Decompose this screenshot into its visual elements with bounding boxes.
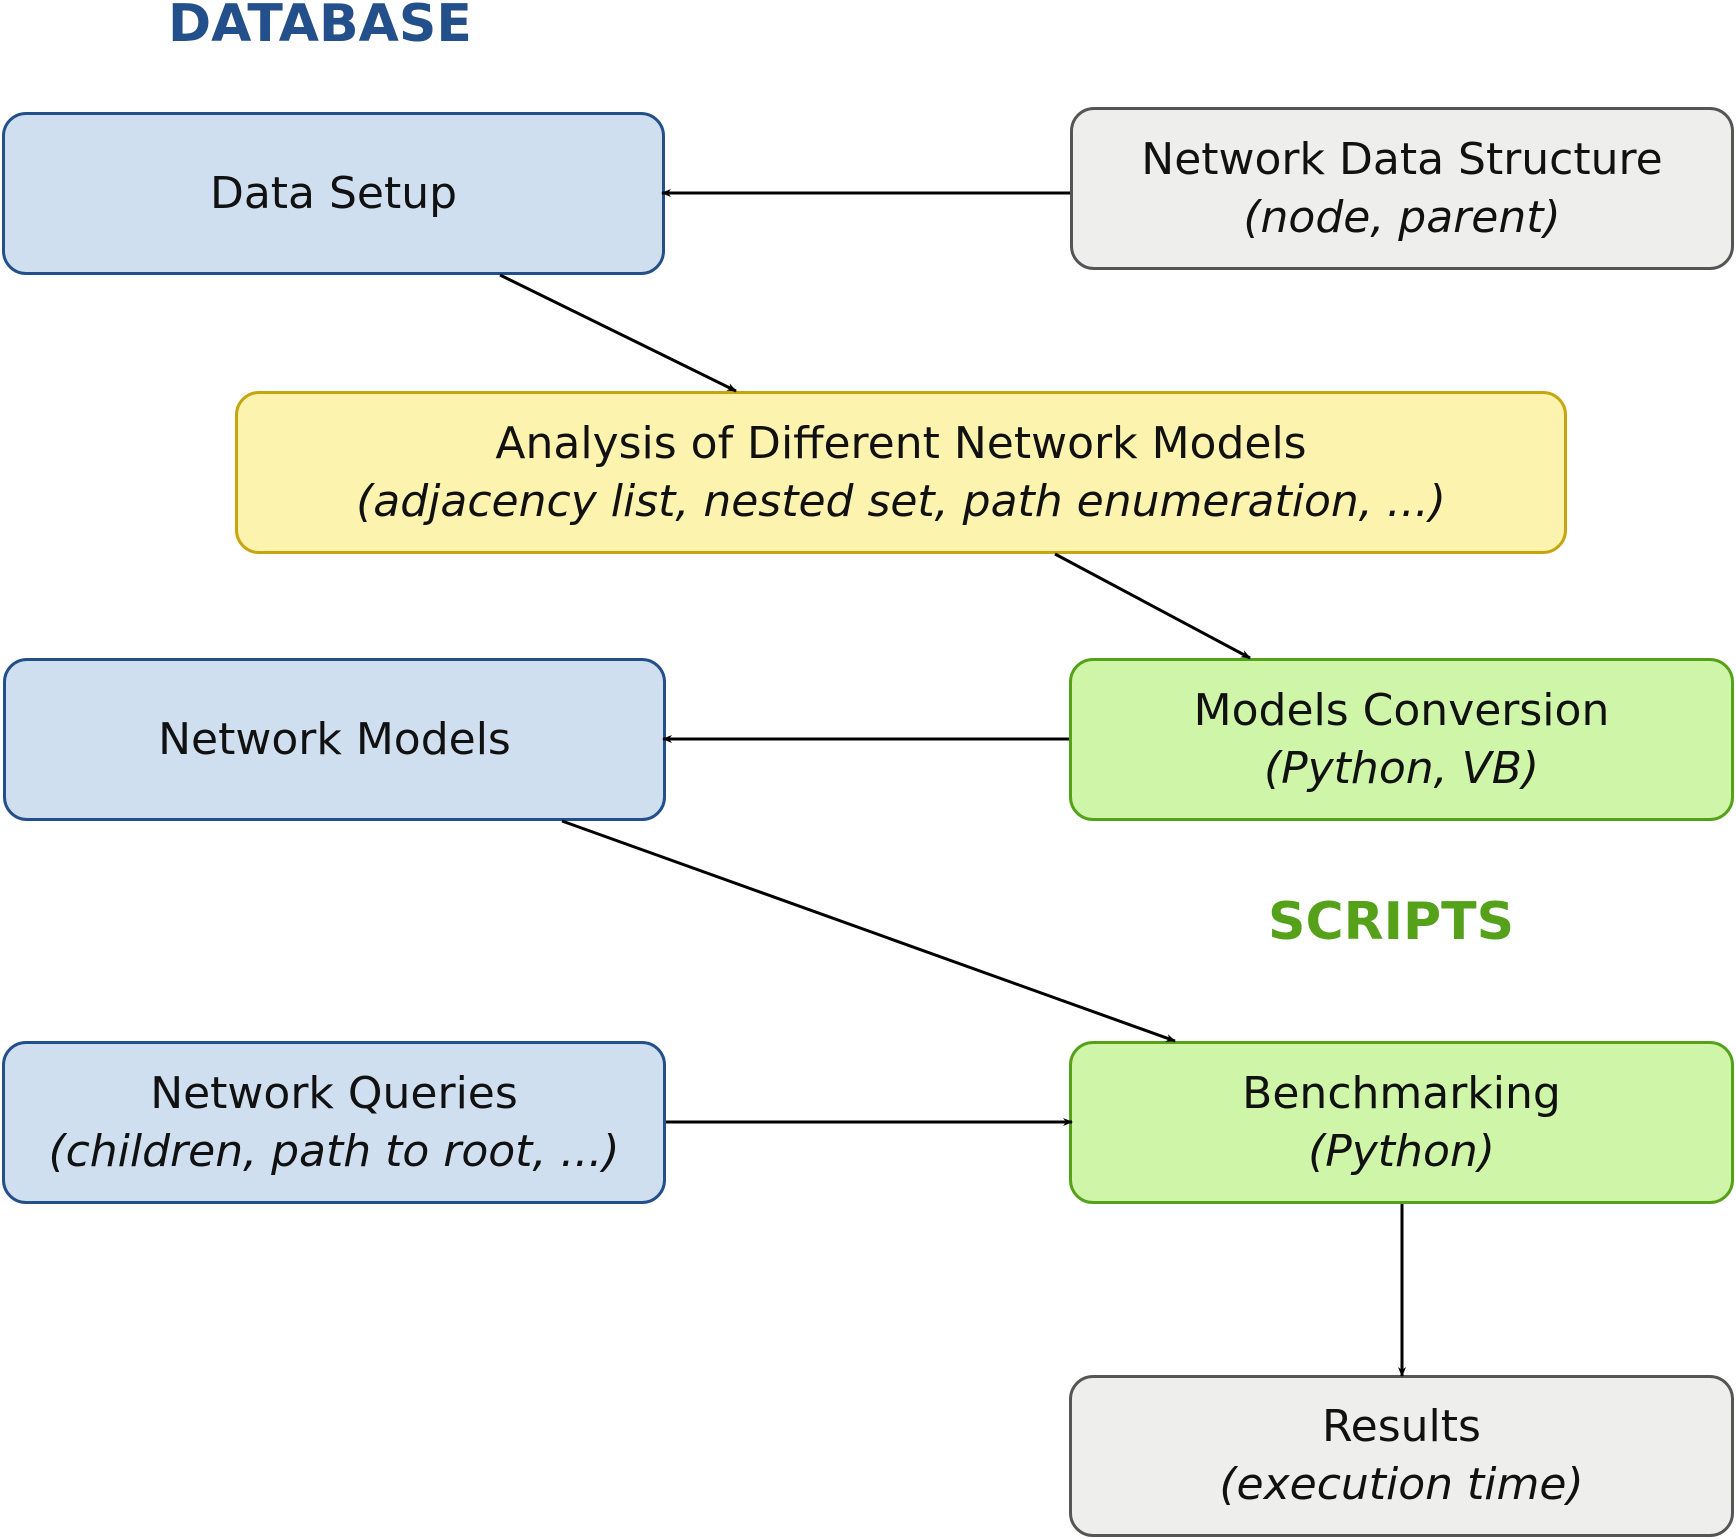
network-data-structure-title: Network Data Structure — [1141, 133, 1663, 185]
models-conversion-subtitle: (Python, VB) — [1263, 742, 1540, 794]
network-queries-title: Network Queries — [150, 1067, 518, 1119]
benchmarking-subtitle: (Python) — [1308, 1125, 1495, 1177]
network-data-structure-subtitle: (node, parent) — [1243, 191, 1561, 243]
analysis-title: Analysis of Different Network Models — [495, 417, 1307, 469]
benchmarking-node: Benchmarking (Python) — [1069, 1041, 1734, 1204]
network-models-node: Network Models — [3, 658, 666, 821]
scripts-section-label: SCRIPTS — [1268, 892, 1515, 952]
data-setup-node: Data Setup — [2, 112, 665, 275]
network-models-title: Network Models — [158, 713, 511, 765]
models-conversion-node: Models Conversion (Python, VB) — [1069, 658, 1734, 821]
benchmarking-title: Benchmarking — [1242, 1067, 1561, 1119]
network-queries-node: Network Queries (children, path to root,… — [2, 1041, 666, 1204]
network-queries-subtitle: (children, path to root, ...) — [48, 1125, 620, 1177]
network-data-structure-node: Network Data Structure (node, parent) — [1070, 107, 1734, 270]
database-section-label: DATABASE — [168, 0, 472, 54]
results-node: Results (execution time) — [1069, 1375, 1734, 1537]
edge-analysis-to-models-conversion — [1054, 552, 1251, 660]
results-subtitle: (execution time) — [1219, 1459, 1584, 1510]
edge-network-models-to-benchmarking — [561, 819, 1176, 1043]
edge-data-setup-to-analysis — [499, 273, 737, 393]
models-conversion-title: Models Conversion — [1193, 684, 1610, 736]
analysis-subtitle: (adjacency list, nested set, path enumer… — [356, 475, 1446, 527]
results-title: Results — [1322, 1401, 1481, 1452]
data-setup-title: Data Setup — [209, 167, 458, 219]
analysis-node: Analysis of Different Network Models (ad… — [235, 391, 1567, 554]
